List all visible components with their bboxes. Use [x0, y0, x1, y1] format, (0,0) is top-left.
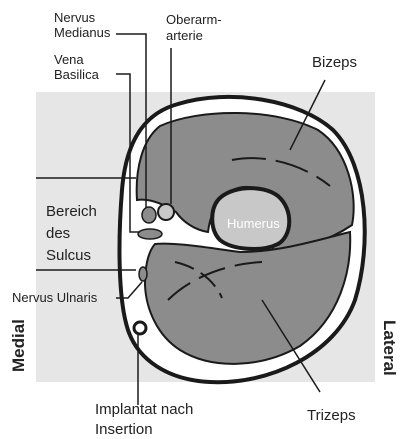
- label-bizeps: Bizeps: [312, 54, 357, 71]
- label-vena-basilica-line2: Basilica: [54, 67, 100, 82]
- label-lateral: Lateral: [380, 320, 399, 376]
- nervus-ulnaris-shape: [139, 267, 147, 281]
- label-trizeps: Trizeps: [307, 407, 356, 424]
- label-oberarmarterie-line1: Oberarm-: [166, 12, 222, 27]
- implant-ring: [134, 322, 146, 334]
- label-oberarmarterie-line2: arterie: [166, 28, 203, 43]
- label-bereich: Bereich: [46, 203, 97, 220]
- label-humerus: Humerus: [227, 216, 280, 231]
- vena-basilica-shape: [138, 229, 162, 239]
- oberarmarterie-shape: [158, 204, 174, 220]
- label-implantat-line1: Implantat nach: [95, 401, 193, 418]
- nervus-medianus-shape: [142, 207, 156, 223]
- label-implantat-line2: Insertion: [95, 421, 153, 438]
- label-sulcus: Sulcus: [46, 247, 91, 264]
- label-medial: Medial: [9, 319, 28, 372]
- label-des: des: [46, 225, 70, 242]
- label-nervus-medianus-line1: Nervus: [54, 10, 96, 25]
- label-nervus-ulnaris: Nervus Ulnaris: [12, 290, 98, 305]
- label-vena-basilica-line1: Vena: [54, 52, 84, 67]
- label-nervus-medianus-line2: Medianus: [54, 25, 111, 40]
